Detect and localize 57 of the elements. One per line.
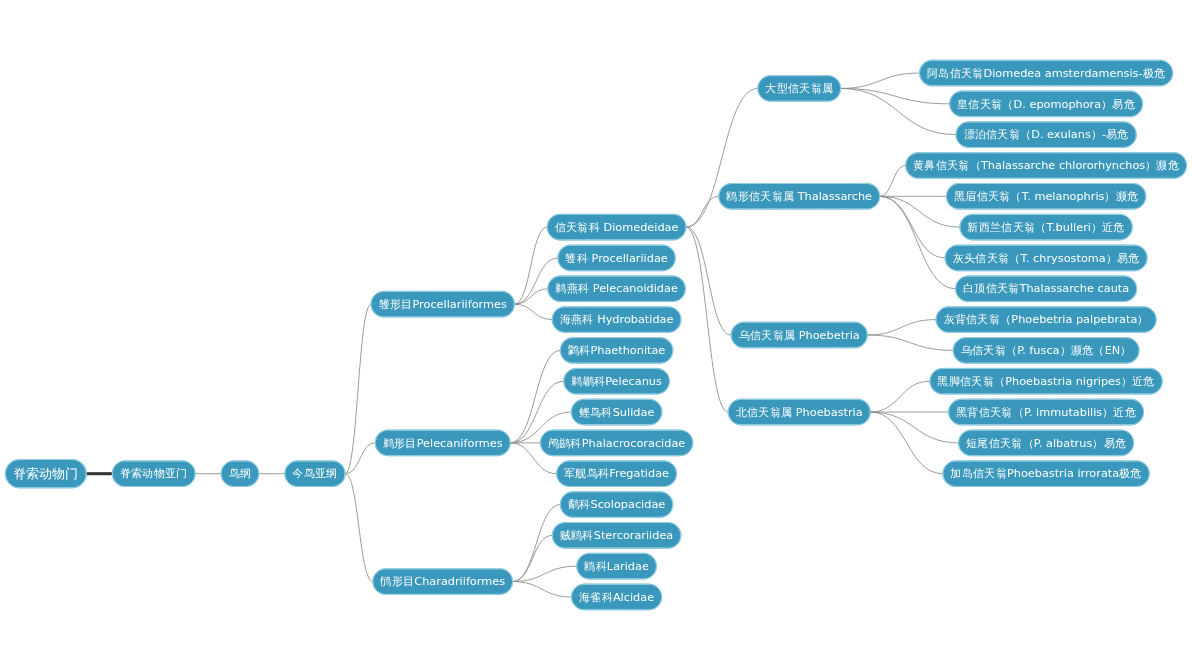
taxon-node: 今鸟亚纲 xyxy=(284,460,346,487)
taxon-node: 鹈鹕科Pelecanus xyxy=(563,368,670,395)
connector-line xyxy=(512,581,572,598)
taxon-node: 鸥形信天翁属 Thalassarche xyxy=(718,183,881,210)
taxon-node: 鹲科Phaethonitae xyxy=(559,337,674,364)
taxon-node: 军舰鸟科Fregatidae xyxy=(556,460,677,487)
taxon-node: 北信天翁属 Phoebastria xyxy=(727,398,871,426)
taxon-node: 信天翁科 Diomedeidae xyxy=(546,213,687,241)
connector-line xyxy=(258,473,286,475)
connector-line xyxy=(344,303,372,475)
taxon-node: 阿岛信天翁Diomedea amsterdamensis-极危 xyxy=(919,59,1174,87)
taxon-node: 乌信天翁属 Phoebetria xyxy=(730,321,868,349)
taxon-node: 漂泊信天翁（D. exulans）-易危 xyxy=(955,121,1137,148)
taxon-node: 黑眉信天翁（T. melanophris）濒危 xyxy=(945,183,1147,210)
connector-line xyxy=(879,165,907,197)
taxon-node: 黑背信天翁（P. immutabilis）近危 xyxy=(948,398,1145,426)
taxon-node: 乌信天翁（P. fusca）濒危（EN） xyxy=(952,337,1140,364)
connector-line xyxy=(866,334,954,351)
taxon-node: 鸻形目Charadriiformes xyxy=(372,568,513,595)
connector-line xyxy=(509,442,558,475)
taxon-node: 新西兰信天翁（T.bulleri）近危 xyxy=(959,213,1133,241)
taxon-node: 短尾信天翁（P. albatrus）易危 xyxy=(958,429,1135,457)
taxon-node: 鸟纲 xyxy=(220,460,260,487)
connector-line xyxy=(194,473,222,475)
taxon-node: 加岛信天翁Phoebastria irrorata极危 xyxy=(942,460,1150,487)
connector-line xyxy=(840,88,957,136)
connector-line xyxy=(685,195,720,228)
taxon-node: 海燕科 Hydrobatidae xyxy=(551,306,682,333)
taxon-node: 灰头信天翁（T. chrysostoma）易危 xyxy=(944,244,1148,272)
taxon-node: 鹈燕科 Pelecanoididae xyxy=(547,275,686,302)
taxon-node: 鹈形目Pelecaniformes xyxy=(374,429,511,457)
connector-line xyxy=(685,226,729,413)
connector-line xyxy=(879,195,956,290)
taxon-node: 黑脚信天翁（Phoebastria nigripes）近危 xyxy=(929,368,1163,395)
taxon-node: 脊索动物门 xyxy=(5,459,87,489)
taxon-node: 灰背信天翁（Phoebetria palpebrata） xyxy=(935,306,1157,333)
taxon-node: 黄鼻信天翁（Thalassarche chlororhynchos）濒危 xyxy=(905,152,1187,179)
connector-line xyxy=(344,473,374,582)
taxon-node: 鲣鸟科Sulidae xyxy=(570,398,663,426)
taxon-node: 鹬科Scolopacidae xyxy=(559,491,674,518)
taxon-node: 贼鸥科Stercorariidea xyxy=(551,522,682,549)
connector-line xyxy=(513,303,553,321)
connector-line xyxy=(513,288,549,305)
taxon-node: 皇信天翁（D. epomophora）易危 xyxy=(949,90,1143,118)
taxon-node: 脊索动物亚门 xyxy=(111,460,196,487)
taxon-node: 鹱形目Procellariiformes xyxy=(370,290,515,318)
connector-line xyxy=(344,442,376,475)
taxon-node: 鹱科 Procellariidae xyxy=(557,244,676,272)
connector-line xyxy=(86,472,113,476)
connector-line xyxy=(869,411,959,444)
taxon-node: 大型信天翁属 xyxy=(757,75,842,102)
taxon-node: 鸬鹚科Phalacrocoracidae xyxy=(539,429,694,457)
taxon-node: 海雀科Alcidae xyxy=(571,583,663,611)
connector-line xyxy=(869,411,944,475)
taxon-node: 鸥科Laridae xyxy=(576,552,657,580)
connector-line xyxy=(512,504,561,582)
taxon-node: 白顶信天翁Thalassarche cauta xyxy=(955,275,1138,302)
